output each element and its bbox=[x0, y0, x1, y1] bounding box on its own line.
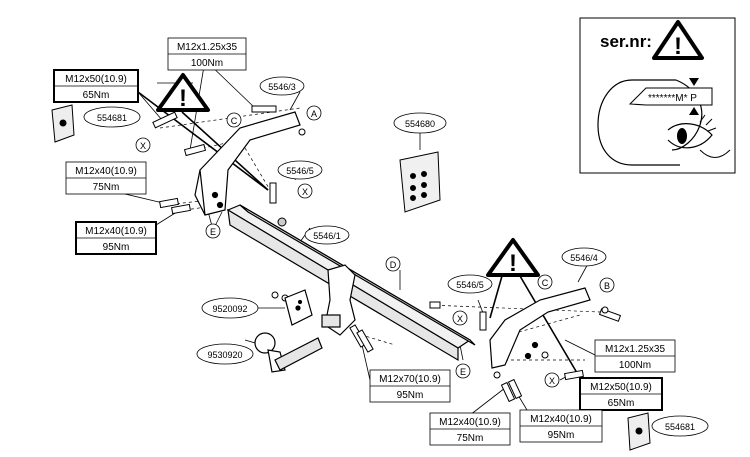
svg-text:X: X bbox=[140, 141, 146, 151]
label-plate bbox=[628, 87, 713, 106]
eye-icon bbox=[667, 114, 731, 158]
svg-text:9530920: 9530920 bbox=[207, 350, 242, 360]
torque-spec: M12x50(10.9) bbox=[65, 74, 127, 85]
torque-value: 100Nm bbox=[619, 360, 651, 371]
torque-spec: M12x50(10.9) bbox=[590, 382, 652, 393]
svg-text:X: X bbox=[549, 376, 555, 386]
part-number-label: 554681 bbox=[83, 106, 141, 128]
torque-spec: M12x1.25x35 bbox=[605, 344, 665, 355]
torque-box: M12x40(10.9) 95Nm bbox=[519, 409, 603, 443]
callout-a: A bbox=[306, 105, 322, 121]
torque-value: 65Nm bbox=[608, 398, 635, 409]
torque-box: M12x1.25x35 100Nm bbox=[594, 339, 676, 373]
svg-text:!: ! bbox=[179, 85, 187, 112]
leader-lines bbox=[99, 59, 596, 416]
callout-x: X bbox=[297, 183, 313, 199]
tow-ball bbox=[254, 332, 323, 373]
torque-spec: M12x40(10.9) bbox=[75, 166, 137, 177]
svg-text:!: ! bbox=[674, 33, 682, 60]
svg-text:554681: 554681 bbox=[97, 113, 127, 123]
warning-icon: ! bbox=[486, 238, 540, 277]
callout-c: C bbox=[226, 112, 242, 128]
torque-spec: M12x1.25x35 bbox=[177, 42, 237, 53]
part-number-label: 9530920 bbox=[196, 343, 254, 365]
torque-spec: M12x40(10.9) bbox=[85, 226, 147, 237]
callout-b: B bbox=[599, 277, 615, 293]
warning-icon: ! bbox=[156, 73, 210, 112]
torque-value: 95Nm bbox=[548, 430, 575, 441]
plate-code: *******M* P bbox=[648, 93, 697, 104]
svg-text:5546/1: 5546/1 bbox=[313, 231, 341, 241]
callout-c: C bbox=[537, 274, 553, 290]
torque-value: 65Nm bbox=[83, 90, 110, 101]
torque-box: M12x40(10.9) 75Nm bbox=[65, 161, 147, 195]
svg-text:X: X bbox=[302, 187, 308, 197]
svg-text:X: X bbox=[457, 314, 463, 324]
torque-box: M12x70(10.9) 95Nm bbox=[369, 369, 451, 403]
callout-x: X bbox=[544, 372, 560, 388]
connector-block bbox=[399, 151, 441, 213]
socket-part bbox=[627, 412, 651, 451]
ball-bracket bbox=[321, 264, 356, 336]
torque-box: M12x50(10.9) 65Nm bbox=[579, 377, 663, 411]
socket-plate bbox=[284, 289, 313, 326]
part-number-label: 5546/4 bbox=[561, 247, 607, 267]
torque-spec: M12x40(10.9) bbox=[439, 417, 501, 428]
arrow-down-icon bbox=[689, 78, 699, 86]
svg-text:B: B bbox=[604, 281, 610, 291]
svg-text:C: C bbox=[542, 278, 549, 288]
torque-spec: M12x70(10.9) bbox=[379, 374, 441, 385]
callout-d: D bbox=[385, 256, 401, 272]
svg-text:A: A bbox=[311, 109, 317, 119]
right-side-bracket bbox=[489, 287, 591, 369]
svg-text:E: E bbox=[210, 227, 216, 237]
part-number-label: 5546/1 bbox=[304, 225, 350, 245]
svg-text:E: E bbox=[460, 367, 466, 377]
torque-box: M12x1.25x35 100Nm bbox=[167, 37, 247, 71]
svg-text:!: ! bbox=[509, 250, 517, 277]
socket-part bbox=[51, 104, 75, 143]
part-number-label: 5546/5 bbox=[277, 160, 323, 180]
serial-number-title: ser.nr: bbox=[600, 32, 652, 51]
torque-spec: M12x40(10.9) bbox=[530, 414, 592, 425]
svg-text:5546/5: 5546/5 bbox=[286, 166, 314, 176]
svg-text:9520092: 9520092 bbox=[212, 304, 247, 314]
part-number-label: 5546/5 bbox=[447, 274, 493, 294]
svg-text:5546/3: 5546/3 bbox=[268, 82, 296, 92]
callout-x: X bbox=[135, 137, 151, 153]
callout-e: E bbox=[205, 223, 221, 239]
torque-value: 95Nm bbox=[103, 242, 130, 253]
torque-value: 95Nm bbox=[397, 390, 424, 401]
svg-text:554680: 554680 bbox=[405, 119, 435, 129]
torque-value: 75Nm bbox=[457, 433, 484, 444]
bolts bbox=[152, 105, 622, 403]
left-side-bracket bbox=[194, 111, 301, 216]
torque-box: M12x40(10.9) 95Nm bbox=[75, 221, 157, 255]
callout-e: E bbox=[455, 363, 471, 379]
part-number-label: 5546/3 bbox=[259, 76, 305, 96]
svg-text:554681: 554681 bbox=[665, 422, 695, 432]
svg-text:5546/5: 5546/5 bbox=[456, 280, 484, 290]
serial-number-box: ser.nr: ! *******M* P bbox=[579, 17, 736, 174]
part-number-label: 554680 bbox=[393, 112, 447, 134]
arrow-up-icon bbox=[689, 107, 699, 115]
torque-value: 100Nm bbox=[191, 58, 223, 69]
part-number-label: 554681 bbox=[651, 415, 709, 437]
torque-box: M12x50(10.9) 65Nm bbox=[53, 69, 139, 103]
svg-text:D: D bbox=[390, 260, 397, 270]
torque-value: 75Nm bbox=[93, 182, 120, 193]
svg-text:5546/4: 5546/4 bbox=[570, 253, 598, 263]
warning-icon: ! bbox=[652, 20, 704, 60]
svg-text:C: C bbox=[231, 116, 238, 126]
part-number-label: 9520092 bbox=[201, 297, 259, 319]
torque-box: M12x40(10.9) 75Nm bbox=[429, 412, 511, 446]
callout-x: X bbox=[452, 310, 468, 326]
